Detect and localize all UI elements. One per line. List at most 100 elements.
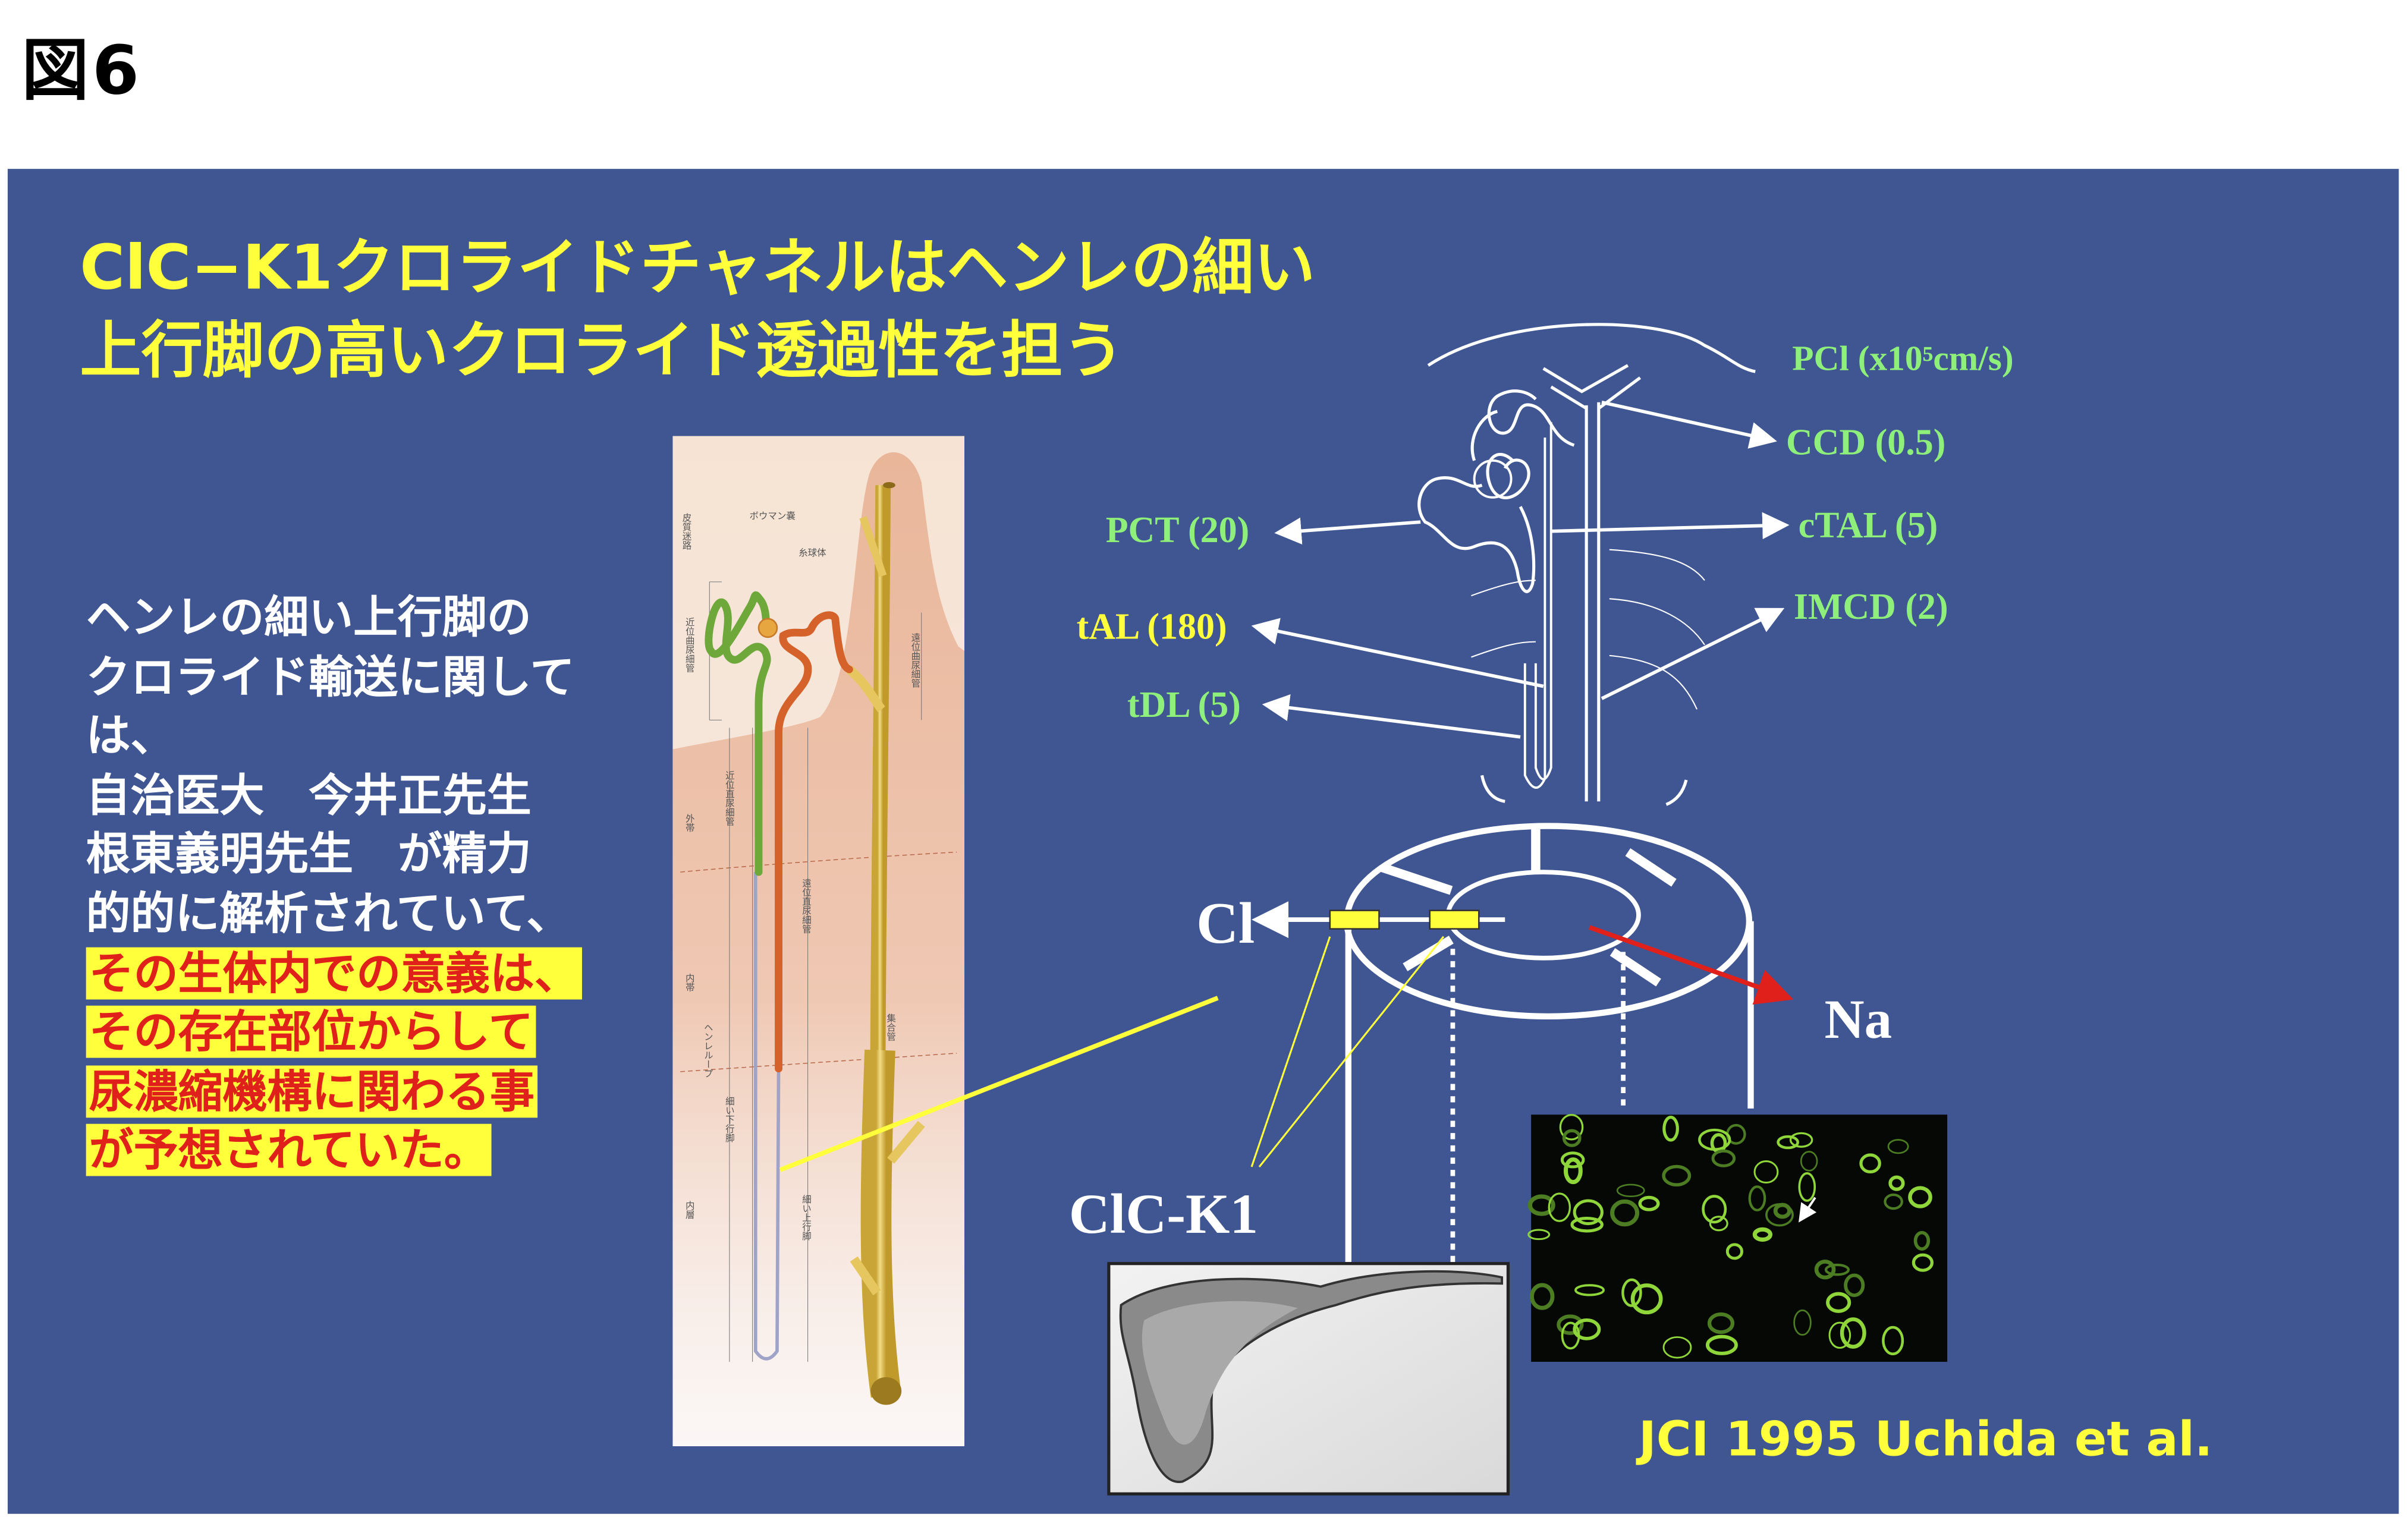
fluorescent-tubule [1840,1317,1866,1349]
duct-branch [859,516,887,577]
fluorescent-tubule [1573,1318,1601,1340]
duct-branch [887,1120,925,1164]
collecting-duct-lower [860,1049,901,1398]
arrow-imcd [1601,607,1785,700]
fluorescent-tubule [1570,1216,1604,1233]
title-line-1: ClC−K1クロライドチャネルはヘンレの細い [80,233,1315,304]
highlighted-line: 尿濃縮機構に関わる事 [86,1065,538,1118]
fluorescent-tubule [1548,1192,1571,1222]
glomerulus [757,618,778,638]
duct-opening [870,1377,902,1405]
fluorescent-tubule [1748,1185,1766,1211]
na-label: Na [1824,989,1892,1050]
label-ctal: cTAL (5) [1799,505,1938,546]
title-line-2: 上行脚の高いクロライド透過性を担う [80,316,1124,387]
fluorescent-tubule [1574,1284,1605,1296]
figure-label: 図6 [21,32,143,111]
highlighted-line: が予想されていた。 [86,1124,492,1177]
fluorescent-tubule [1824,1263,1850,1276]
fluorescent-tubule [1621,1278,1642,1307]
fluorescent-tubule [1725,1243,1743,1260]
fluorescent-tubule [1527,1229,1551,1241]
label-inner-stripe: 内帯 [684,973,695,991]
sodium-arrow [1589,925,1794,1005]
citation: JCI 1995 Uchida et al. [1638,1412,2213,1468]
fluorescent-tubule [1698,1128,1731,1151]
body-line: 根東義明先生 が精力 [86,828,532,880]
label-ccd: CCD (0.5) [1786,423,1945,463]
channel-pointer-line [1250,936,1331,1167]
fluorescent-tubule [1662,1115,1679,1142]
fluorescent-tubule [1529,1283,1555,1310]
fluorescent-tubule [1527,1194,1555,1216]
arrow-icon [1799,1197,1817,1223]
fluorescent-tubule [1562,1129,1582,1147]
fluorescent-tubule [1793,1309,1812,1336]
fluorescent-tubule [1630,1283,1663,1315]
fluorescent-tubule [1888,1175,1905,1191]
label-thin-ascending: 細い上行脚 [801,1194,812,1241]
fluorescent-tubule [1884,1193,1903,1210]
label-proximal-convoluted: 近位曲尿細管 [684,617,695,672]
fluorescent-tubule [1616,1183,1645,1197]
body-line: クロライド輸送に関して [86,650,575,703]
tubule-cylinder [1344,823,1754,1263]
fluorescent-tubule [1859,1153,1881,1174]
duct-branch [850,1256,881,1296]
fluorescent-tubule [1913,1230,1931,1251]
fluorescent-tubule [1814,1260,1836,1280]
channel-name-label: ClC-K1 [1069,1182,1258,1245]
label-distal-convoluted: 遠位曲尿細管 [910,632,920,688]
body-line: 自治医大 今井正先生 [86,769,532,821]
highlighted-line: その存在部位からして [86,1006,536,1059]
fluorescent-tubule [1662,1336,1692,1359]
proximal-tubule [705,591,772,876]
label-tal: tAL (180) [1077,606,1227,647]
body-line: ヘンレの細い上行脚の [86,591,532,644]
label-inner-medulla: 内層 [684,1200,695,1219]
fluorescent-tubule [1826,1292,1851,1313]
fluorescent-tubule [1752,1227,1773,1242]
zone-boundary [680,1053,957,1072]
permeability-header: PCl (x10⁵cm/s) [1792,338,2013,377]
distal-tubule [775,611,853,1073]
label-distal-straight: 遠位直尿細管 [801,878,812,933]
label-pct: PCT (20) [1106,510,1250,550]
body-line: 的的に解析されていて、 [86,887,571,940]
arrow-tal [1251,618,1544,688]
fluorescent-tubule [1753,1160,1779,1184]
body-text: ヘンレの細い上行脚の クロライド輸送に関して は、 自治医大 今井正先生 根東義… [86,588,582,1181]
fluorescent-tubule [1662,1164,1692,1187]
fluorescent-tubule [1800,1151,1818,1172]
label-cortex-labyrinth: 皮質迷路 [681,512,692,549]
fluorescent-tubule [1557,1314,1584,1335]
channel-icon [1329,909,1380,930]
fluorescent-tubule [1908,1186,1932,1208]
arrow-pct [1274,517,1421,544]
label-imcd: IMCD (2) [1794,587,1948,627]
label-henle-loop: ヘンレループ [703,1022,713,1078]
fluorescent-tubule [1789,1132,1813,1148]
body-line: は、 [86,709,175,762]
fluorescent-tubule [1610,1199,1640,1227]
fluorescent-tubule [1560,1151,1585,1169]
label-glomerulus: 糸球体 [799,547,826,558]
arrow-tdl [1262,694,1521,739]
duct-branch [846,666,885,712]
fluorescent-tubule [1773,1203,1791,1219]
label-bowman-capsule: ボウマン嚢 [749,511,795,521]
thin-limb-loop [753,872,781,1361]
immunofluorescence-image [1527,1113,1948,1362]
fluorescent-tubule [1777,1135,1799,1150]
label-collecting-duct: 集合管 [885,1013,896,1041]
fluorescent-tubule [1798,1172,1816,1202]
fluorescent-tubule [1887,1139,1909,1154]
label-thin-descending: 細い下行脚 [724,1096,735,1143]
pointer-arrows [1251,400,1790,739]
label-tdl: tDL (5) [1127,685,1241,725]
channel-pointer-line [1258,936,1445,1167]
fluorescent-tubule [1563,1157,1583,1185]
fluorescent-tubule [1828,1321,1851,1349]
fluorescent-tubule [1705,1334,1738,1355]
